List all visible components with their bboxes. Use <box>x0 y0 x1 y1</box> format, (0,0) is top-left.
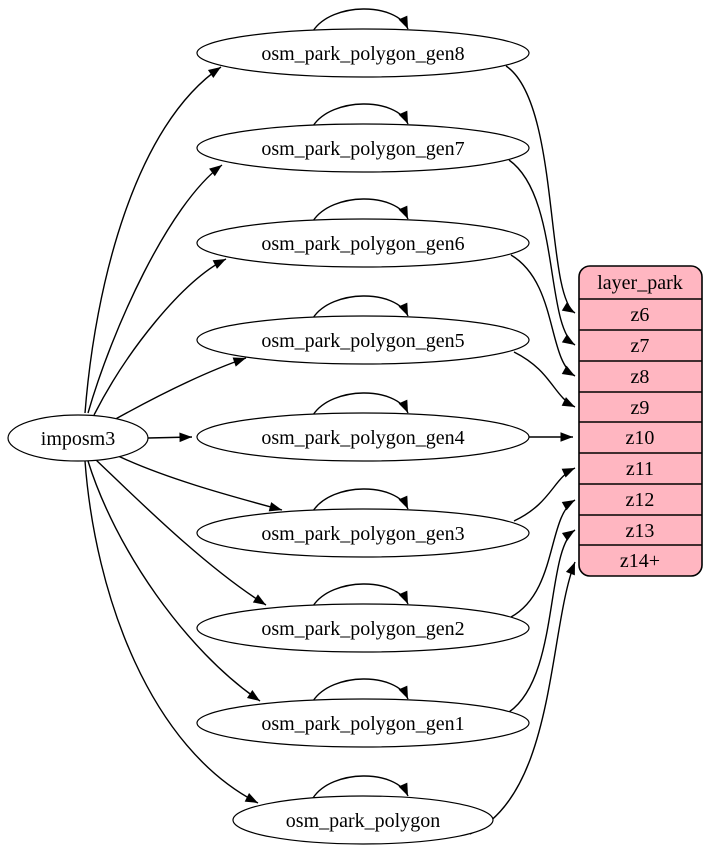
table-row-z6: z6 <box>631 304 650 326</box>
edges-from-source <box>84 66 283 804</box>
table-row-z9: z9 <box>631 397 650 419</box>
edge-gen2-z12 <box>510 499 576 618</box>
table-row-z12: z12 <box>626 489 655 511</box>
edge-imposm3-gen6 <box>93 258 227 416</box>
edge-imposm3-gen4 <box>147 432 193 443</box>
self-loop-gen4 <box>312 392 409 416</box>
node-label: imposm3 <box>41 428 115 450</box>
self-loop-gen2 <box>312 583 409 607</box>
table-row-z11: z11 <box>626 458 654 480</box>
self-loop-gen6 <box>312 198 409 222</box>
node-osm-park-polygon-gen7: osm_park_polygon_gen7 <box>196 123 530 173</box>
edge-gen6-z8 <box>510 254 576 377</box>
node-osm-park-polygon-gen6: osm_park_polygon_gen6 <box>196 218 530 268</box>
edge-gen5-z9 <box>513 351 576 408</box>
node-label: osm_park_polygon <box>286 810 440 832</box>
node-label: osm_park_polygon_gen6 <box>261 233 464 255</box>
node-label: osm_park_polygon_gen1 <box>261 713 464 735</box>
node-osm-park-polygon-gen1: osm_park_polygon_gen1 <box>196 698 530 748</box>
edge-polygon-z14 <box>469 561 576 835</box>
self-loop-gen7 <box>312 103 409 127</box>
node-osm-park-polygon-gen3: osm_park_polygon_gen3 <box>196 508 530 558</box>
node-label: osm_park_polygon_gen4 <box>261 427 464 449</box>
edges-to-layer <box>469 65 576 835</box>
edge-imposm3-gen7 <box>87 164 223 414</box>
node-ellipse <box>7 414 149 462</box>
edge-gen8-z6 <box>505 65 576 314</box>
node-ellipse <box>196 412 530 462</box>
table-background <box>578 265 703 577</box>
table-layer-park: layer_park z6 z7 z8 z9 z10 z11 z12 z13 z… <box>578 265 703 577</box>
node-osm-park-polygon-gen5: osm_park_polygon_gen5 <box>196 315 530 365</box>
table-row-z8: z8 <box>631 366 650 388</box>
self-loops <box>312 8 409 799</box>
table-row-z13: z13 <box>626 520 655 542</box>
self-loop-gen5 <box>312 295 409 319</box>
edge-imposm3-polygon <box>84 460 259 804</box>
edge-imposm3-gen5 <box>111 357 247 422</box>
node-osm-park-polygon-gen4: osm_park_polygon_gen4 <box>196 412 530 462</box>
table-row-z10: z10 <box>626 427 655 449</box>
edge-imposm3-gen3 <box>111 452 283 512</box>
edge-imposm3-gen8 <box>84 66 222 414</box>
node-ellipse <box>196 28 530 78</box>
node-osm-park-polygon: osm_park_polygon <box>232 795 494 845</box>
edge-gen7-z7 <box>508 159 576 346</box>
table-row-z7: z7 <box>631 335 650 357</box>
node-ellipse <box>232 795 494 845</box>
table-title: layer_park <box>597 272 683 294</box>
edge-gen1-z13 <box>508 529 576 713</box>
edge-gen3-z11 <box>513 467 576 522</box>
node-ellipse <box>196 218 530 268</box>
node-label: osm_park_polygon_gen2 <box>261 618 464 640</box>
node-osm-park-polygon-gen2: osm_park_polygon_gen2 <box>196 603 530 653</box>
edge-imposm3-gen1 <box>87 460 261 702</box>
table-row-z14: z14+ <box>620 550 660 572</box>
self-loop-gen3 <box>312 488 409 512</box>
node-ellipse <box>196 508 530 558</box>
self-loop-gen1 <box>312 678 409 702</box>
node-label: osm_park_polygon_gen3 <box>261 523 464 545</box>
node-ellipse <box>196 603 530 653</box>
node-ellipse <box>196 698 530 748</box>
node-label: osm_park_polygon_gen8 <box>261 43 464 65</box>
self-loop-polygon <box>312 775 409 799</box>
node-ellipse <box>196 315 530 365</box>
node-imposm3: imposm3 <box>7 414 149 462</box>
node-osm-park-polygon-gen8: osm_park_polygon_gen8 <box>196 28 530 78</box>
node-ellipse <box>196 123 530 173</box>
node-label: osm_park_polygon_gen7 <box>261 138 464 160</box>
self-loop-gen8 <box>312 8 409 32</box>
node-label: osm_park_polygon_gen5 <box>261 330 464 352</box>
edge-imposm3-gen2 <box>94 458 267 606</box>
